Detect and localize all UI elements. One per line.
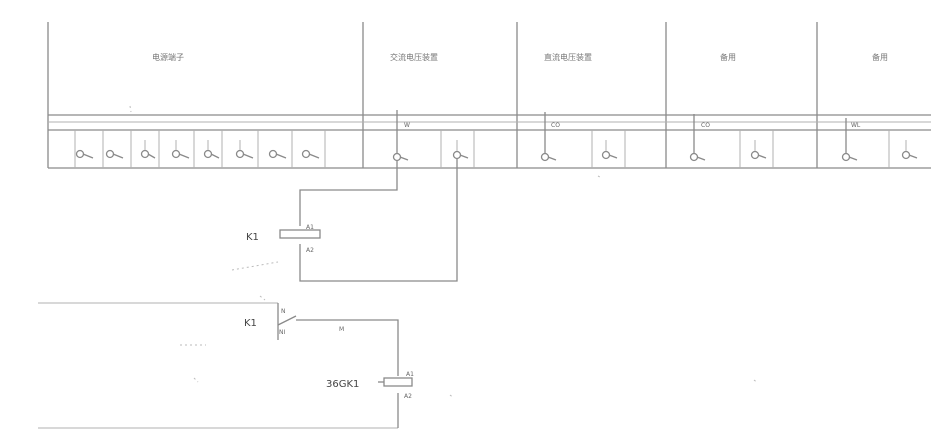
section-header-spare-2: 备用 xyxy=(872,52,888,62)
relay-k1-pin-a1: A1 xyxy=(306,224,314,231)
relay-k1-pin-a2: A2 xyxy=(306,247,314,254)
relay-36gk1-pin-a1: A1 xyxy=(406,371,414,378)
contact-wiring xyxy=(38,296,398,428)
relay-wiring xyxy=(300,159,457,281)
section-header-dc-voltage: 直流电压装置 xyxy=(544,52,592,62)
header-table xyxy=(48,22,931,168)
terminal-label-spare-1: CO xyxy=(701,122,710,129)
terminal-cells xyxy=(75,130,889,168)
terminal-label-dc: CO xyxy=(551,122,560,129)
contact-k1-pin-bottom: NI xyxy=(279,329,285,336)
contact-k1-pin-top: N xyxy=(281,308,286,315)
section-header-power-terminal: 电源端子 xyxy=(152,52,184,62)
terminal-label-ac: W xyxy=(404,122,410,129)
terminal-label-spare-2: WL xyxy=(851,122,861,129)
relay-36gk1-label: 36GK1 xyxy=(326,379,359,390)
contact-wire-label: M xyxy=(339,326,344,333)
relay-coil-k1 xyxy=(280,230,320,238)
terminal-symbols xyxy=(77,140,918,161)
section-header-ac-voltage: 交流电压装置 xyxy=(390,52,438,62)
relay-36gk1-pin-a2: A2 xyxy=(404,393,412,400)
section-header-spare-1: 备用 xyxy=(720,52,736,62)
relay-k1-label: K1 xyxy=(246,232,259,243)
relay-coil-36gk1 xyxy=(378,378,412,386)
scan-noise xyxy=(180,176,758,398)
contact-k1-label: K1 xyxy=(244,318,257,329)
